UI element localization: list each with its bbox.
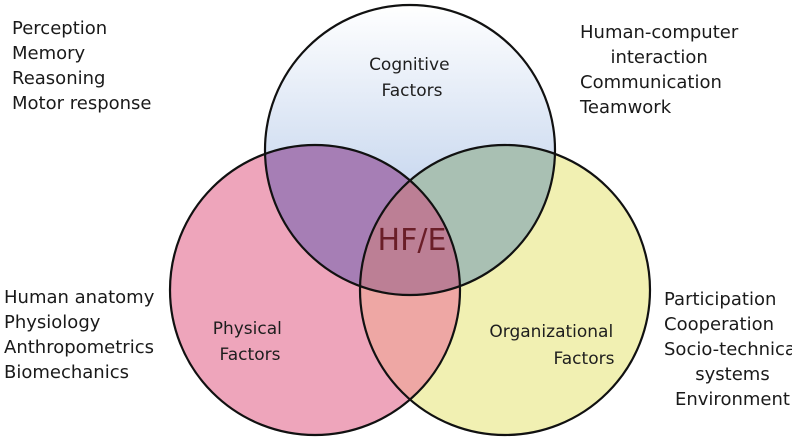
physical-factors-list: Human anatomy Physiology Anthropometrics…: [4, 285, 154, 385]
list-item: Human-computer: [580, 22, 739, 43]
physical-factors-label: Physical Factors: [213, 319, 288, 365]
hf-e-center-label: HF/E: [378, 223, 447, 258]
cognitive-factors-label: Cognitive Factors: [369, 55, 455, 101]
interaction-factors-list: Human-computer interaction Communication…: [580, 20, 738, 120]
list-item: interaction: [610, 47, 708, 68]
cognitive-factors-list: Perception Memory Reasoning Motor respon…: [12, 16, 152, 116]
list-item: Perception: [12, 18, 108, 39]
organizational-factors-list: Participation Cooperation Socio-technica…: [664, 287, 792, 412]
list-item: Participation: [664, 289, 777, 310]
list-item: Human anatomy: [4, 287, 155, 308]
list-item: Anthropometrics: [4, 337, 154, 358]
list-item: Cooperation: [664, 314, 775, 335]
organizational-factors-label: Organizational Factors: [489, 322, 618, 369]
list-item: Communication: [580, 72, 722, 93]
list-item: systems: [695, 364, 770, 385]
list-item: Socio-technical: [664, 339, 792, 360]
list-item: Teamwork: [580, 97, 672, 118]
list-item: Memory: [12, 43, 86, 64]
list-item: Physiology: [4, 312, 101, 333]
circle-outlines: [168, 3, 652, 437]
list-item: Motor response: [12, 93, 152, 114]
list-item: Environment: [675, 389, 790, 410]
list-item: Reasoning: [12, 68, 106, 89]
list-item: Biomechanics: [4, 362, 129, 383]
